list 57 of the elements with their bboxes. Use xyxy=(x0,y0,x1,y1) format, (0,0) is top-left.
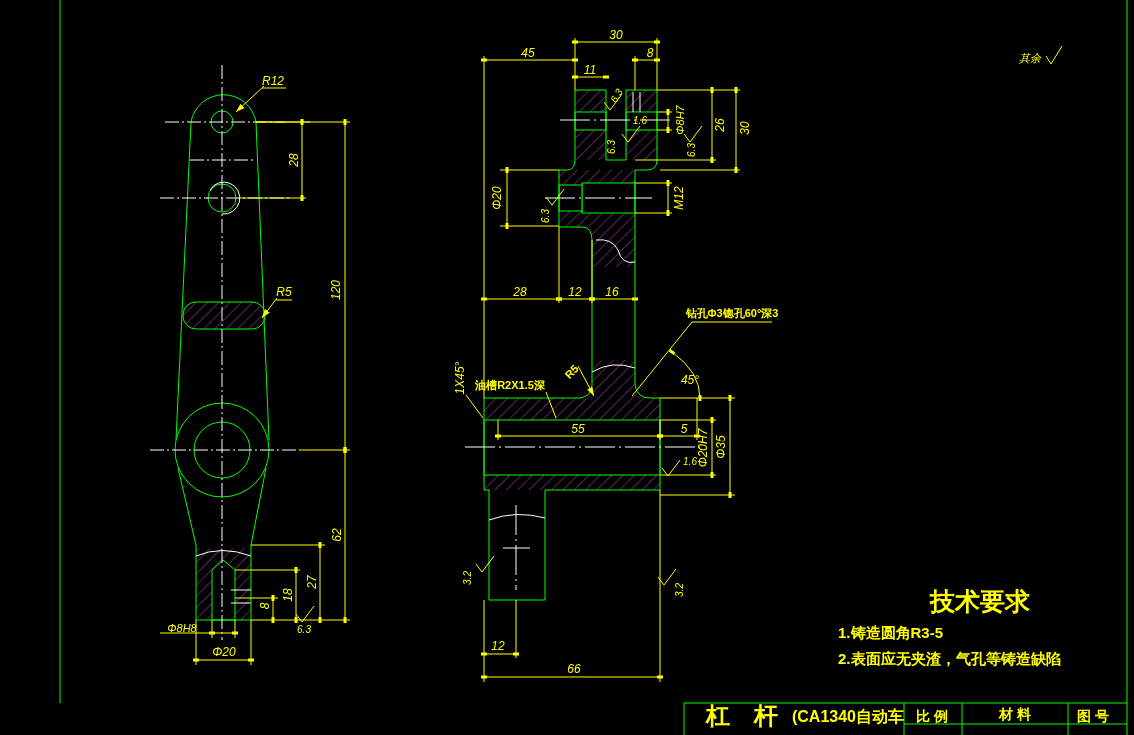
roughness-value: 6.3 xyxy=(609,87,625,105)
dimension-label: 55 xyxy=(571,423,585,435)
leader-line xyxy=(545,391,557,419)
dimension-label: Φ8H7 xyxy=(674,105,686,135)
dimension-label: 27 xyxy=(306,575,318,589)
roughness-value: 6.3 xyxy=(297,625,311,635)
callout-label: R12 xyxy=(262,75,284,87)
dimension-label: 12 xyxy=(568,286,582,298)
dimension-label: 26 xyxy=(714,118,726,132)
dimension-label: M12 xyxy=(673,186,685,210)
leader-line xyxy=(465,394,484,419)
callout-label: 钻孔Φ3锪孔60°深3 xyxy=(685,307,779,319)
dimension-label: Φ20H7 xyxy=(697,428,709,468)
leader-line xyxy=(261,297,293,319)
dimension-label: Φ8H8 xyxy=(167,622,197,634)
dimension-label: 28 xyxy=(288,153,300,167)
dimension-label: 45 xyxy=(521,47,535,59)
callout-label: R5 xyxy=(276,286,292,298)
callout-label: 1X45° xyxy=(454,361,466,395)
dimension-label: 5 xyxy=(680,423,688,435)
dimension-label: Φ20 xyxy=(491,186,503,210)
dimension-label: 62 xyxy=(331,528,343,542)
title-block-text: 比 例 xyxy=(916,709,948,723)
dimension-label: 120 xyxy=(330,280,342,300)
title-block-text: 杠 杆 xyxy=(706,704,778,728)
callout-label: 油槽R2X1.5深 xyxy=(475,379,545,391)
title-block-text: 图 号 xyxy=(1077,709,1109,723)
callout-label: R5 xyxy=(563,363,581,381)
dimension-label: 28 xyxy=(513,286,527,298)
dimension-label: Φ20 xyxy=(212,646,236,658)
dimension-label: 8 xyxy=(646,47,654,59)
dimension-label: 12 xyxy=(491,640,505,652)
heading: 技术要求 xyxy=(930,588,1030,614)
leader-line xyxy=(631,321,773,397)
dimension-label: 30 xyxy=(609,29,623,41)
dimension-label: 11 xyxy=(583,64,597,76)
dimension-label: 45° xyxy=(680,374,700,386)
dimension-label: 18 xyxy=(282,588,294,602)
leader-line xyxy=(235,85,287,113)
dimension-label: 16 xyxy=(605,286,619,298)
dimension-label: 30 xyxy=(739,121,751,135)
roughness-value: 3.2 xyxy=(463,571,473,585)
roughness-value: 6.3 xyxy=(541,209,551,223)
roughness-value: 1.6 xyxy=(633,116,647,126)
roughness-value: 1.6 xyxy=(683,457,697,467)
note-text: 1.铸造圆角R3-5 xyxy=(838,624,944,640)
leader-line xyxy=(577,365,595,397)
dimension-label: 66 xyxy=(567,663,581,675)
dimension-label: 8 xyxy=(259,602,271,610)
dimension-label: Φ35 xyxy=(715,435,727,459)
note-text: 2.表面应无夹渣，气孔等铸造缺陷 xyxy=(838,650,1061,666)
roughness-value: 6.3 xyxy=(687,143,697,157)
title-block-text: 材 料 xyxy=(999,707,1031,721)
title-block-text: (CA1340自动车 xyxy=(792,709,904,725)
roughness-value: 6.3 xyxy=(607,140,617,154)
note-text: 其余 xyxy=(1019,52,1041,64)
roughness-value: 3.2 xyxy=(675,583,685,597)
